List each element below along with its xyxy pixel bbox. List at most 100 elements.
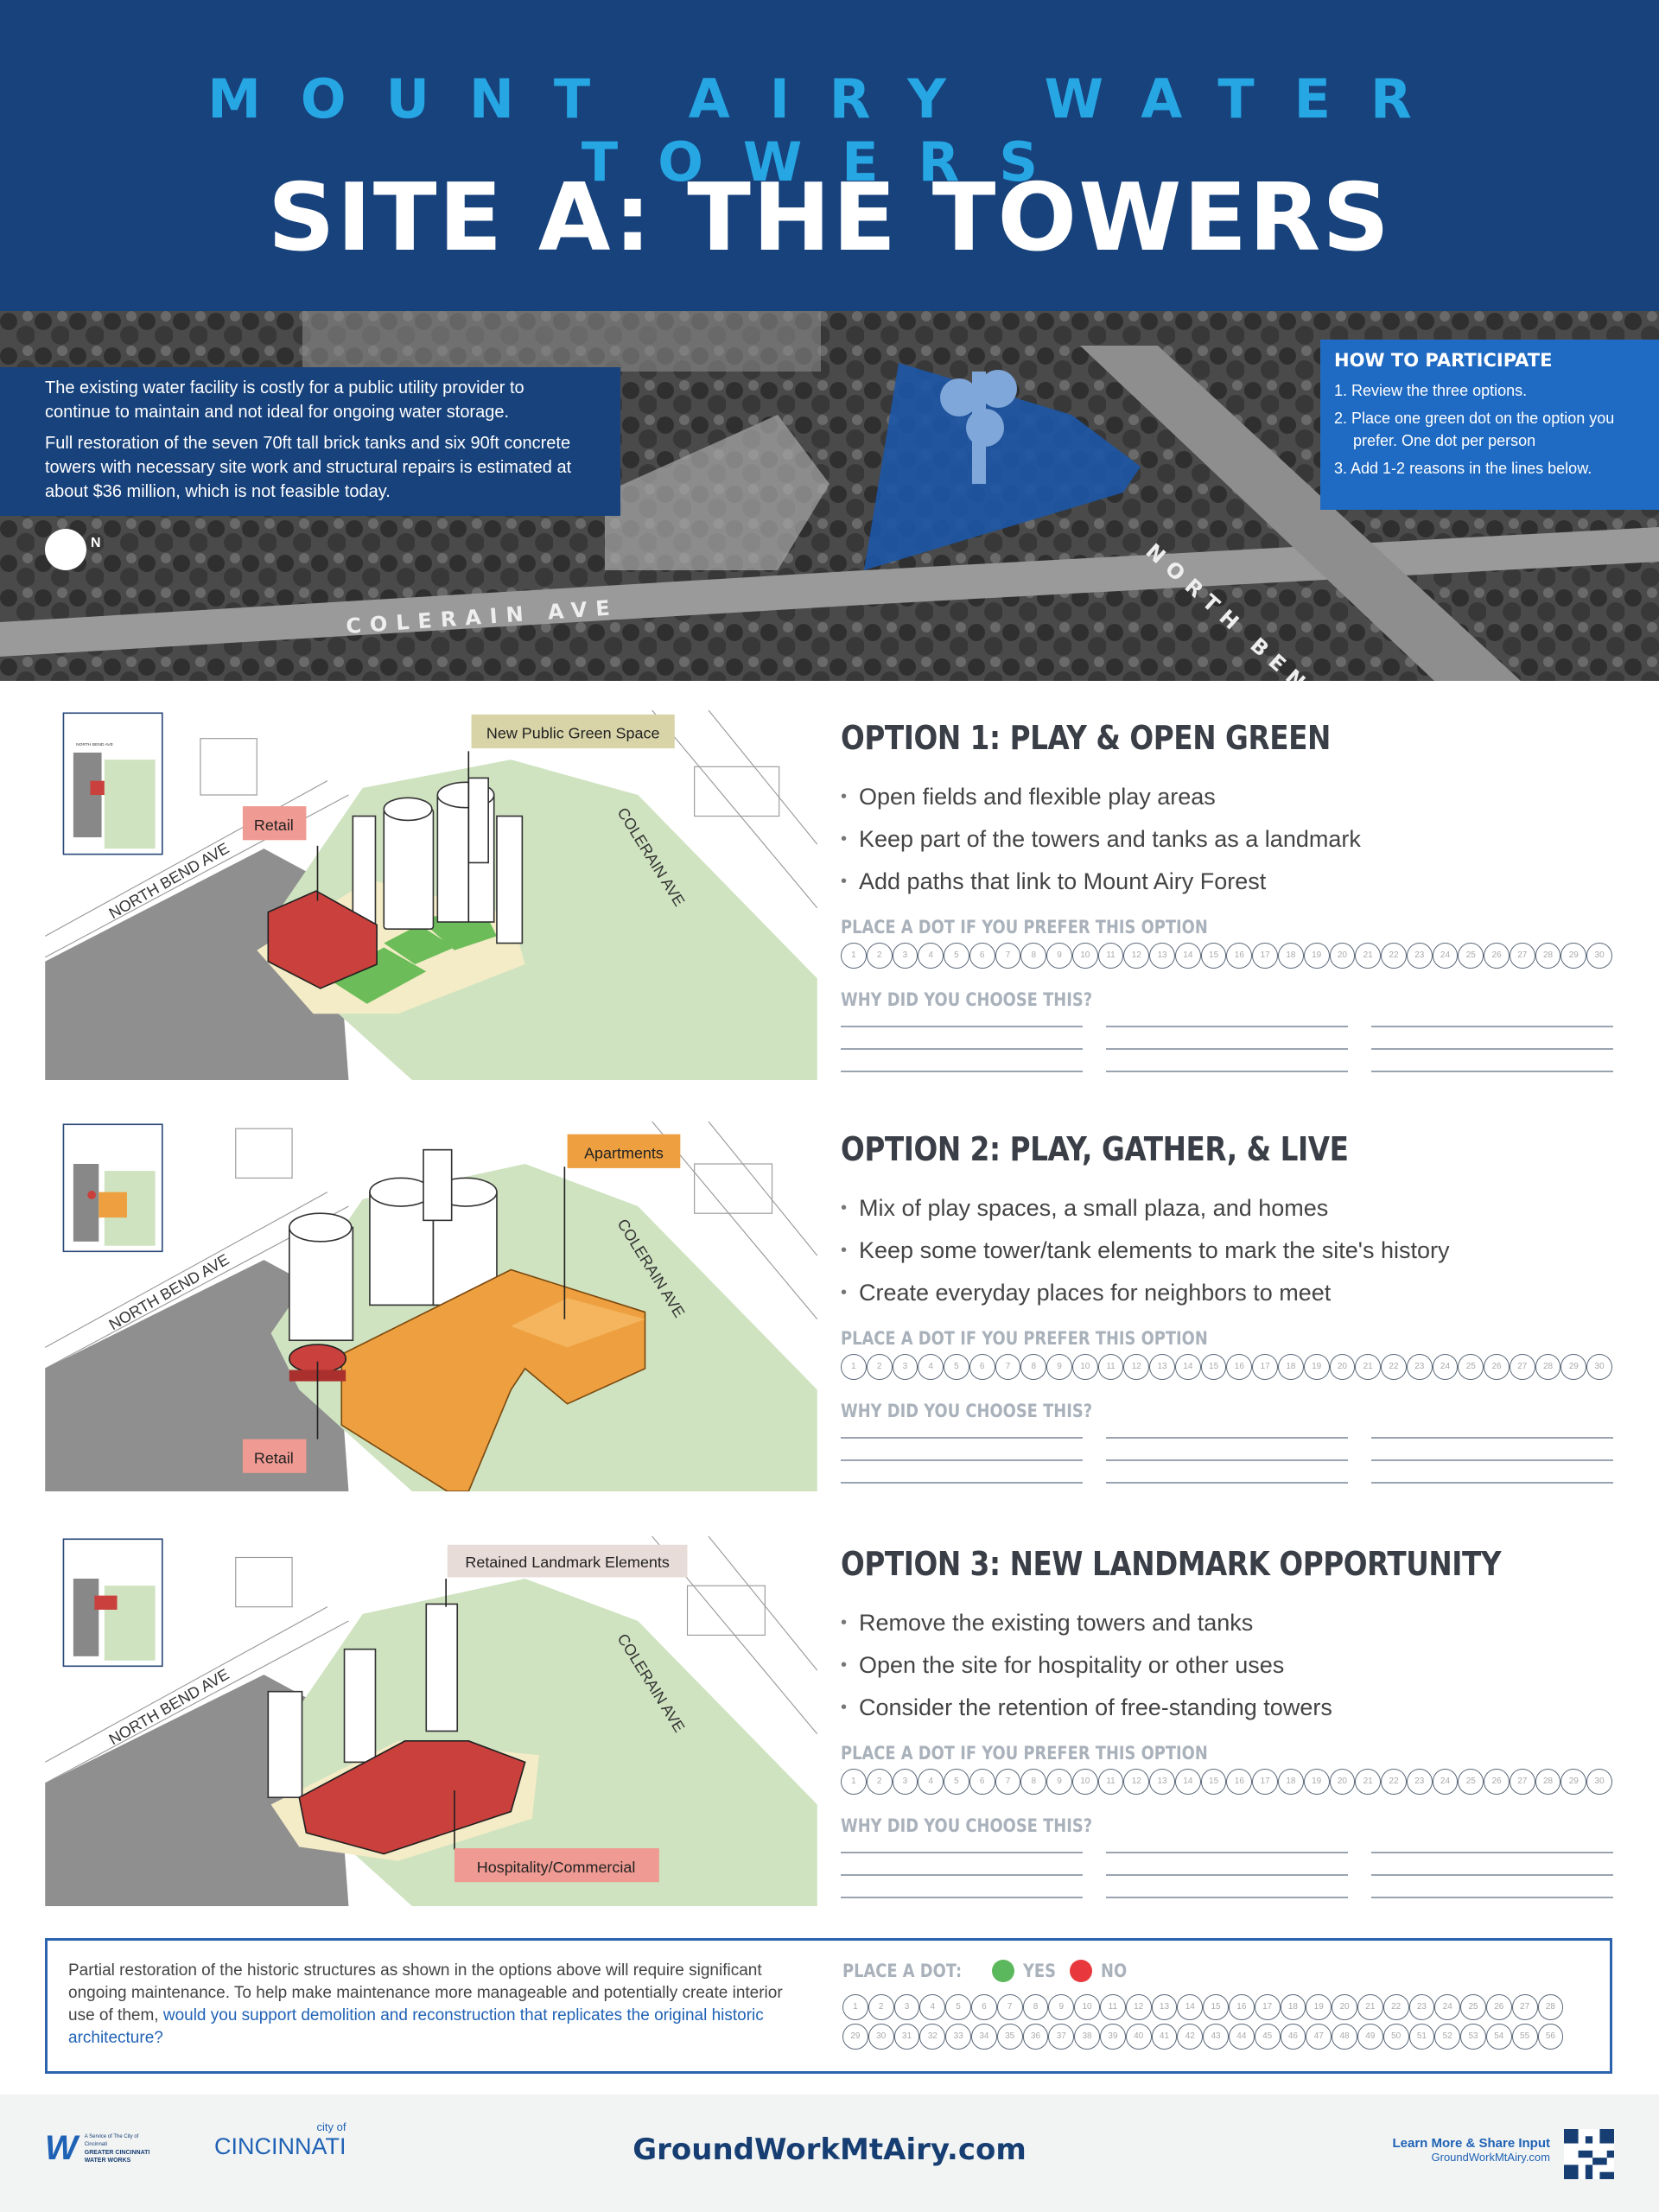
dot-circle[interactable]: 26	[1484, 1354, 1510, 1380]
dot-circle[interactable]: 14	[1177, 1994, 1204, 2020]
website-link[interactable]: GroundWorkMtAiry.com	[632, 2133, 1027, 2167]
dot-circle[interactable]: 19	[1303, 1354, 1330, 1380]
dot-circle[interactable]: 15	[1200, 1354, 1227, 1380]
dot-circle[interactable]: 11	[1097, 943, 1124, 969]
dot-circle[interactable]: 7	[995, 1769, 1021, 1795]
dot-circle[interactable]: 37	[1048, 2023, 1075, 2050]
dot-circle[interactable]: 24	[1432, 943, 1459, 969]
dot-circle[interactable]: 46	[1280, 2023, 1306, 2050]
dot-circle[interactable]: 13	[1149, 1769, 1175, 1795]
dot-circle[interactable]: 9	[1046, 1354, 1072, 1380]
dot-circle[interactable]: 30	[1586, 1354, 1612, 1380]
dot-circle[interactable]: 16	[1228, 1994, 1255, 2020]
dot-circle[interactable]: 28	[1535, 943, 1561, 969]
dot-circle[interactable]: 11	[1097, 1354, 1124, 1380]
dot-circle[interactable]: 5	[944, 1354, 969, 1380]
dot-circle[interactable]: 55	[1511, 2023, 1538, 2050]
dot-circle[interactable]: 13	[1151, 1994, 1178, 2020]
dot-circle[interactable]: 30	[868, 2023, 894, 2050]
answer-line[interactable]	[1371, 1070, 1613, 1072]
dot-circle[interactable]: 5	[944, 1769, 969, 1795]
dot-circle[interactable]: 8	[1022, 1994, 1049, 2020]
dot-circle[interactable]: 8	[1020, 943, 1047, 969]
dot-circle[interactable]: 53	[1460, 2023, 1486, 2050]
answer-line[interactable]	[1371, 1436, 1613, 1439]
dot-circle[interactable]: 7	[995, 943, 1021, 969]
dot-circle[interactable]: 18	[1278, 1354, 1304, 1380]
dot-circle[interactable]: 20	[1329, 943, 1356, 969]
answer-line[interactable]	[841, 1025, 1083, 1027]
dot-circle[interactable]: 25	[1458, 1354, 1484, 1380]
dot-circle[interactable]: 51	[1408, 2023, 1435, 2050]
dot-circle[interactable]: 19	[1303, 943, 1330, 969]
dot-circle[interactable]: 23	[1406, 943, 1433, 969]
dot-circle[interactable]: 4	[918, 943, 944, 969]
dot-circle[interactable]: 7	[995, 1354, 1021, 1380]
answer-line[interactable]	[841, 1436, 1083, 1439]
dot-circle[interactable]: 14	[1174, 943, 1201, 969]
dot-circle[interactable]: 15	[1203, 1994, 1229, 2020]
dot-circle[interactable]: 32	[919, 2023, 946, 2050]
answer-line[interactable]	[1371, 1047, 1613, 1050]
dot-circle[interactable]: 20	[1332, 1994, 1357, 2020]
dot-circle[interactable]: 29	[842, 2023, 868, 2050]
dot-circle[interactable]: 2	[868, 1994, 894, 2020]
dot-circle[interactable]: 27	[1509, 1354, 1535, 1380]
dot-circle[interactable]: 10	[1071, 943, 1098, 969]
dot-circle[interactable]: 17	[1252, 1354, 1279, 1380]
dot-circle[interactable]: 38	[1074, 2023, 1100, 2050]
dot-circle[interactable]: 21	[1355, 1354, 1382, 1380]
dot-circle[interactable]: 19	[1306, 1994, 1332, 2020]
dot-circle[interactable]: 45	[1254, 2023, 1281, 2050]
dot-circle[interactable]: 19	[1303, 1769, 1330, 1795]
dot-circle[interactable]: 43	[1203, 2023, 1229, 2050]
dot-circle[interactable]: 50	[1382, 2023, 1409, 2050]
dot-circle[interactable]: 29	[1560, 943, 1587, 969]
dot-circle[interactable]: 4	[918, 1354, 944, 1380]
dot-circle[interactable]: 17	[1252, 943, 1279, 969]
dot-circle[interactable]: 4	[918, 1769, 944, 1795]
answer-line[interactable]	[1106, 1047, 1348, 1050]
dot-circle[interactable]: 9	[1048, 1994, 1075, 2020]
answer-line[interactable]	[1106, 1436, 1348, 1439]
dot-circle[interactable]: 16	[1226, 943, 1253, 969]
dot-circle[interactable]: 14	[1174, 1769, 1201, 1795]
dot-circle[interactable]: 13	[1149, 1354, 1175, 1380]
dot-circle[interactable]: 22	[1381, 943, 1407, 969]
answer-line[interactable]	[841, 1047, 1083, 1050]
dot-circle[interactable]: 11	[1099, 1994, 1126, 2020]
dot-circle[interactable]: 36	[1022, 2023, 1049, 2050]
dot-circle[interactable]: 7	[996, 1994, 1023, 2020]
dot-circle[interactable]: 10	[1071, 1354, 1098, 1380]
dot-circle[interactable]: 28	[1535, 1769, 1561, 1795]
answer-line[interactable]	[1106, 1070, 1348, 1072]
dot-circle[interactable]: 1	[841, 1354, 867, 1380]
answer-line[interactable]	[1371, 1459, 1613, 1461]
dot-circle[interactable]: 56	[1537, 2023, 1564, 2050]
dot-circle[interactable]: 21	[1357, 1994, 1383, 2020]
dot-circle[interactable]: 11	[1097, 1769, 1124, 1795]
dot-circle[interactable]: 49	[1357, 2023, 1383, 2050]
answer-line[interactable]	[841, 1851, 1083, 1853]
answer-line[interactable]	[1371, 1873, 1613, 1876]
dot-circle[interactable]: 17	[1252, 1769, 1279, 1795]
dot-circle[interactable]: 44	[1228, 2023, 1255, 2050]
dot-circle[interactable]: 26	[1484, 1769, 1510, 1795]
answer-line[interactable]	[1106, 1459, 1348, 1461]
dot-circle[interactable]: 16	[1226, 1354, 1253, 1380]
dot-circle[interactable]: 26	[1484, 943, 1510, 969]
answer-line[interactable]	[841, 1070, 1083, 1072]
answer-line[interactable]	[841, 1896, 1083, 1898]
dot-circle[interactable]: 20	[1329, 1354, 1356, 1380]
answer-line[interactable]	[1106, 1896, 1348, 1898]
dot-circle[interactable]: 39	[1099, 2023, 1126, 2050]
dot-circle[interactable]: 27	[1511, 1994, 1538, 2020]
dot-circle[interactable]: 8	[1020, 1769, 1047, 1795]
dot-circle[interactable]: 16	[1226, 1769, 1253, 1795]
dot-circle[interactable]: 22	[1381, 1354, 1407, 1380]
answer-line[interactable]	[1371, 1481, 1613, 1484]
dot-circle[interactable]: 18	[1278, 943, 1304, 969]
dot-circle[interactable]: 2	[866, 1354, 893, 1380]
dot-circle[interactable]: 26	[1485, 1994, 1512, 2020]
dot-circle[interactable]: 20	[1329, 1769, 1356, 1795]
